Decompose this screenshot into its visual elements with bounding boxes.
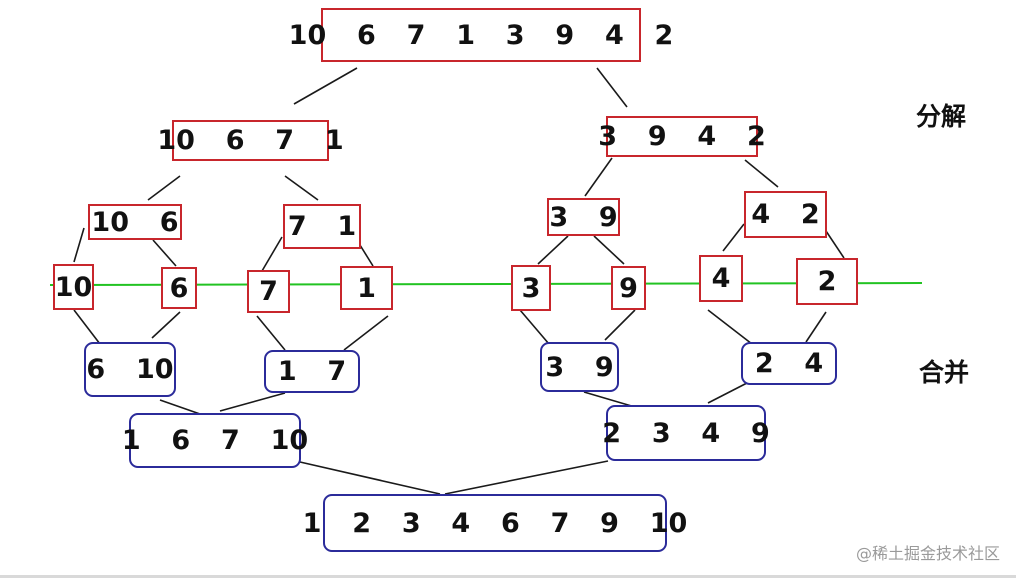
split-node-rr: 4 2 [744,191,827,238]
connector [537,235,569,265]
connector [744,159,779,188]
split-leaf: 6 [161,267,197,309]
connector [596,67,628,108]
connector [299,461,441,495]
split-node-lr: 7 1 [283,204,361,249]
merge-node-6-10: 6 10 [84,342,176,397]
split-leaf: 2 [796,258,858,305]
split-node-left: 10 6 7 1 [157,120,344,161]
split-node-right: 3 9 4 2 [598,116,766,157]
connector [284,175,319,201]
merge-node-final: 1 2 3 4 6 7 9 10 [303,494,687,552]
connector [343,315,389,351]
merge-node-1-7: 1 7 [264,350,360,393]
connector [805,311,827,343]
watermark: @稀土掘金技术社区 [855,544,1000,563]
connector [159,399,201,415]
connector [152,239,177,267]
bottom-divider [0,575,1016,578]
connector [593,235,625,265]
merge-node-3-9: 3 9 [540,342,619,392]
merge-label: 合并 [919,358,970,387]
merge-node-right: 2 3 4 9 [602,405,770,461]
connector [261,236,283,272]
split-leaf: 10 [53,264,94,310]
split-leaf: 1 [340,266,393,310]
connector [444,460,609,495]
connector [293,67,358,105]
split-leaf: 4 [699,255,743,302]
split-node-ll: 10 6 [88,204,182,240]
connector [147,175,181,201]
connector [151,311,181,339]
connector [604,309,636,341]
connector [823,227,845,259]
connector [584,157,613,197]
merge-node-2-4: 2 4 [741,342,837,385]
connector [73,309,101,345]
split-node-root: 10 6 7 1 3 9 4 2 [289,8,673,62]
connector [73,227,85,263]
connector [256,315,286,351]
connector [519,309,550,345]
split-leaf: 3 [511,265,551,311]
connector [219,392,286,412]
decompose-label: 分解 [916,102,967,131]
split-leaf: 9 [611,266,646,310]
connector [707,309,753,345]
split-node-rl: 3 9 [547,198,620,236]
split-leaf: 7 [247,270,290,313]
connector [722,223,745,252]
connector [707,382,748,404]
merge-node-left: 1 6 7 10 [122,413,308,468]
